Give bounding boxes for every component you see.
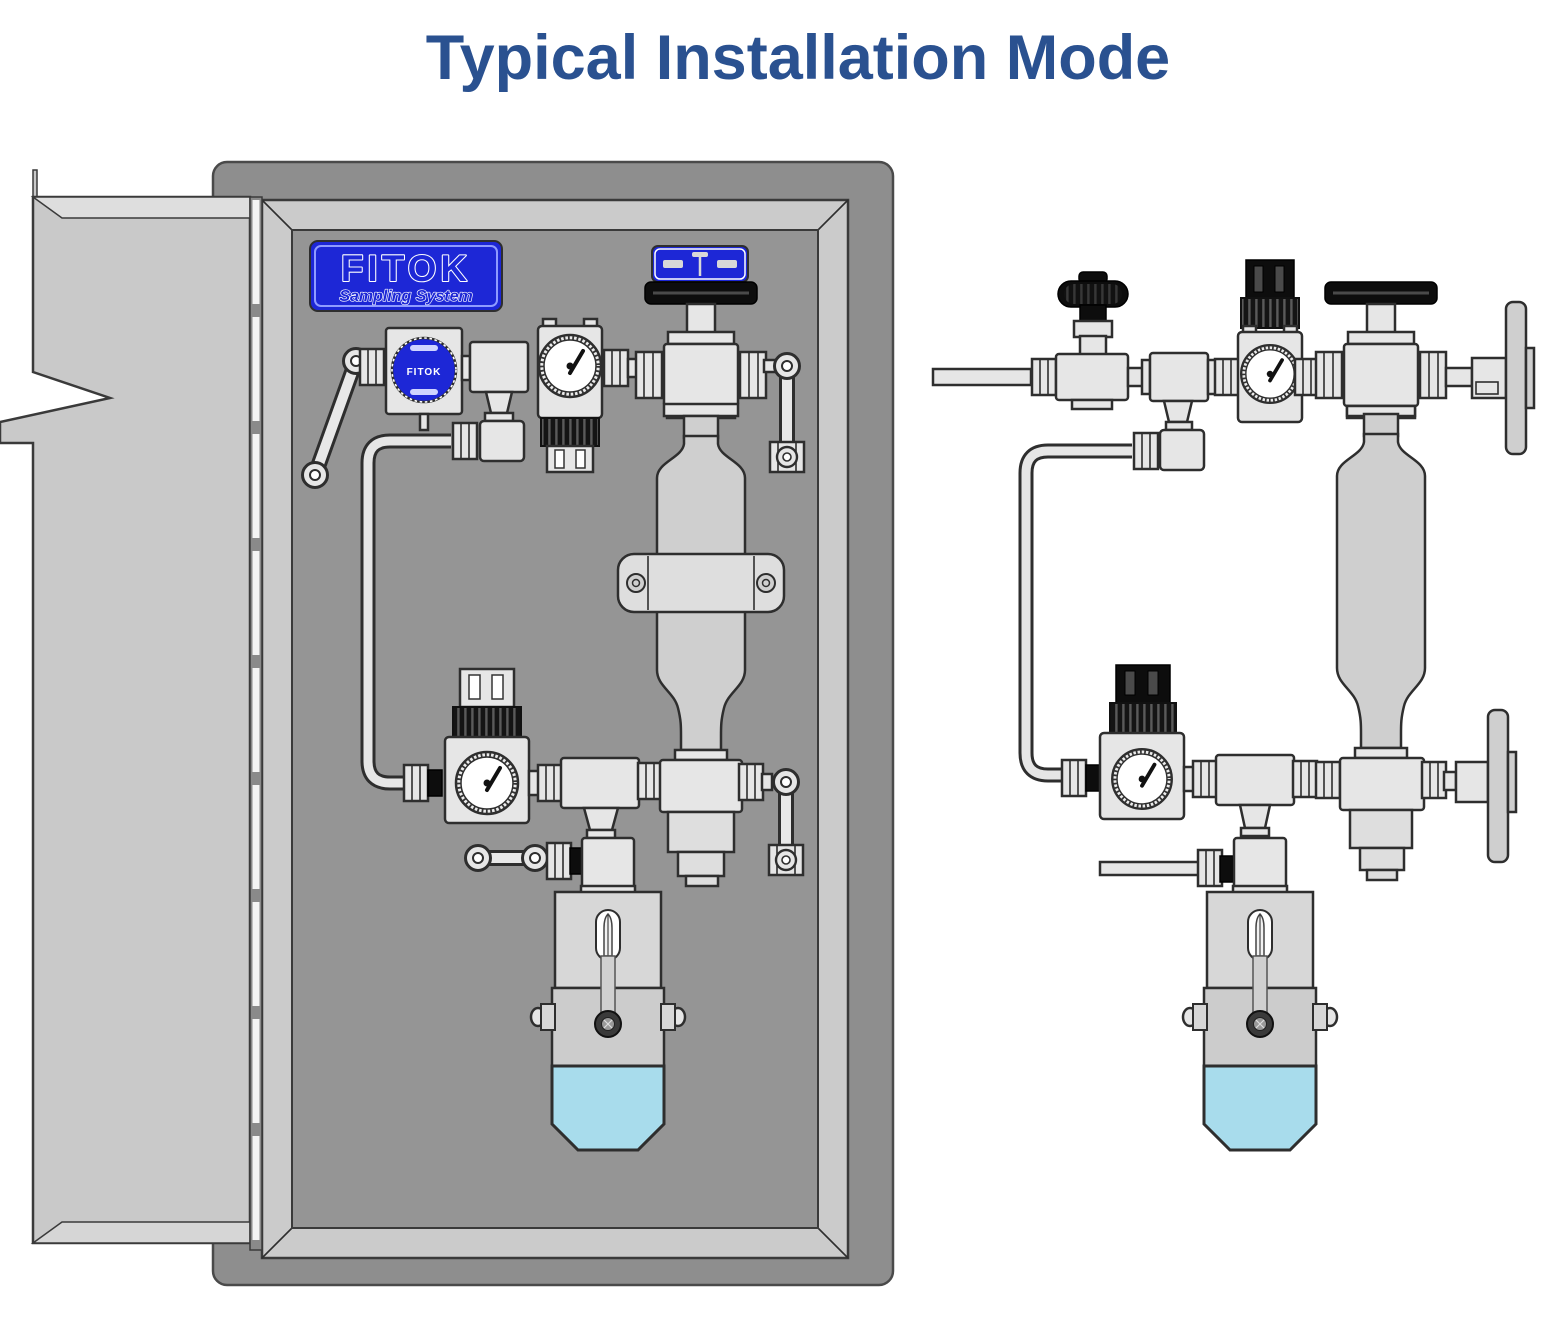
process-connection-bottom	[1442, 708, 1518, 864]
inline-filter: FITOK	[358, 326, 464, 432]
process-flange	[1486, 708, 1510, 864]
valve-indicator-plate	[651, 245, 749, 283]
purge-stub-bottom	[767, 768, 805, 877]
fitok-subtitle-text: Sampling System	[339, 288, 472, 305]
door-hinge	[249, 196, 263, 1251]
enclosure-cabinet: FITOK Sampling System FITOK	[0, 160, 895, 1287]
panel-tubing	[301, 347, 451, 791]
tee-fitting-top-right	[1140, 351, 1218, 432]
pressure-gauge-icon	[1239, 343, 1301, 405]
union-nut	[1030, 357, 1058, 397]
cabinet-door	[0, 169, 252, 1245]
filter-badge-text: FITOK	[407, 367, 442, 378]
cylinder-clamp	[616, 552, 786, 614]
union-nut	[1191, 759, 1219, 799]
sampler-inlet-valve	[545, 836, 637, 896]
open-assembly	[931, 259, 1536, 1152]
pressure-regulator-bottom-right	[1060, 664, 1186, 821]
sampler-inlet-valve-right	[1098, 836, 1289, 896]
cross-fitting-right	[1291, 756, 1448, 812]
assembly-tubing	[1018, 443, 1132, 783]
elbow-fitting	[451, 419, 526, 463]
tube-eye-fitting	[301, 461, 329, 489]
page-title: Typical Installation Mode	[425, 23, 1171, 93]
sample-cylinder-right	[1335, 404, 1427, 760]
process-connection-top	[1444, 300, 1536, 456]
relief-fitting	[666, 810, 736, 888]
needle-valve	[1054, 271, 1130, 411]
fitok-brand-plate: FITOK Sampling System	[309, 240, 503, 312]
purge-stub-top	[768, 352, 806, 474]
pressure-gauge-icon	[537, 333, 603, 399]
fitok-brand-text: FITOK	[341, 248, 471, 289]
elbow-fitting-right	[1132, 428, 1206, 472]
union-nut	[536, 763, 564, 803]
process-flange	[1504, 300, 1528, 456]
flow-direction-icon	[663, 252, 737, 276]
tee-fitting-top	[460, 340, 530, 423]
pressure-gauge-icon	[454, 750, 520, 816]
pressure-regulator-bottom	[402, 667, 531, 825]
relief-fitting-right	[1348, 808, 1414, 882]
sample-cylinder	[655, 402, 747, 762]
grab-sampler-right	[1181, 890, 1339, 1152]
pressure-regulator-top-right	[1213, 259, 1304, 424]
pressure-gauge-icon	[1110, 747, 1174, 811]
grab-sampler	[529, 890, 687, 1152]
handle-stub	[464, 844, 549, 872]
pressure-regulator-top	[536, 317, 604, 474]
tee-fitting-bottom	[559, 756, 641, 840]
union-nut	[602, 348, 630, 388]
ball-valve-top-right	[1314, 280, 1448, 420]
tee-fitting-bottom-right	[1214, 753, 1296, 838]
inlet-pipe	[931, 367, 1033, 387]
